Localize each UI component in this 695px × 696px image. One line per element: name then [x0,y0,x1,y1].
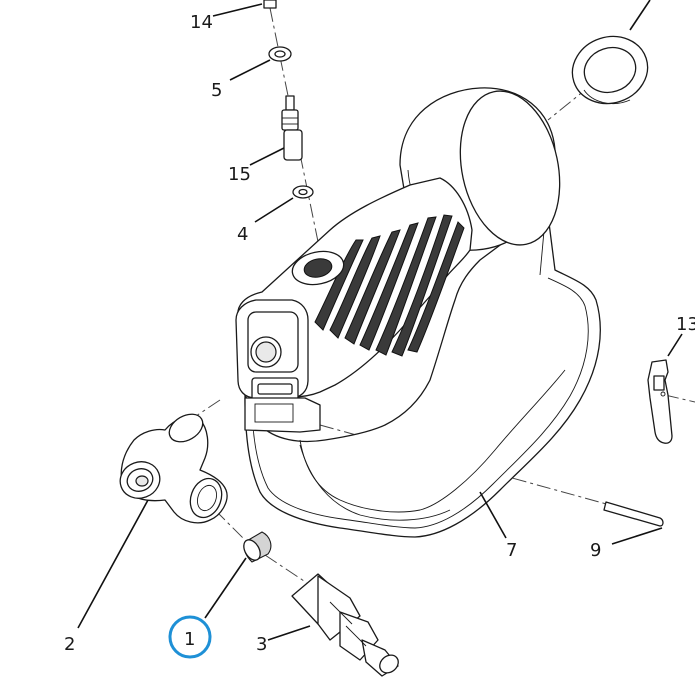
part-1-seal [204,531,272,619]
part-4-washer [254,185,314,223]
part-3-coupler-nipple [267,573,399,677]
part-7-leader [479,491,507,539]
highlight-circle [168,615,212,659]
part-label-13: 13 [676,314,695,335]
part-label-3: 3 [256,634,267,655]
handle-body [235,177,473,433]
part-label-15: 15 [228,164,251,185]
part-13-trigger-lever [647,333,683,444]
part-label-2: 2 [64,634,75,655]
part-label-9: 9 [590,540,601,561]
part-9-pin [603,501,664,545]
handle-grip-ribs [314,214,465,357]
part-2-swivel-elbow [77,413,228,629]
part-labels: 14 5 15 4 13 7 9 2 1 3 [64,12,695,655]
part-14-screw [212,0,277,17]
part-5-washer [229,46,292,81]
part-15-valve-stem [249,95,303,166]
part-label-14: 14 [190,12,213,33]
part-label-4: 4 [237,224,248,245]
part-label-1: 1 [184,629,195,650]
part-label-7: 7 [506,540,517,561]
exhaust-ring [571,0,651,105]
part-label-5: 5 [211,80,222,101]
